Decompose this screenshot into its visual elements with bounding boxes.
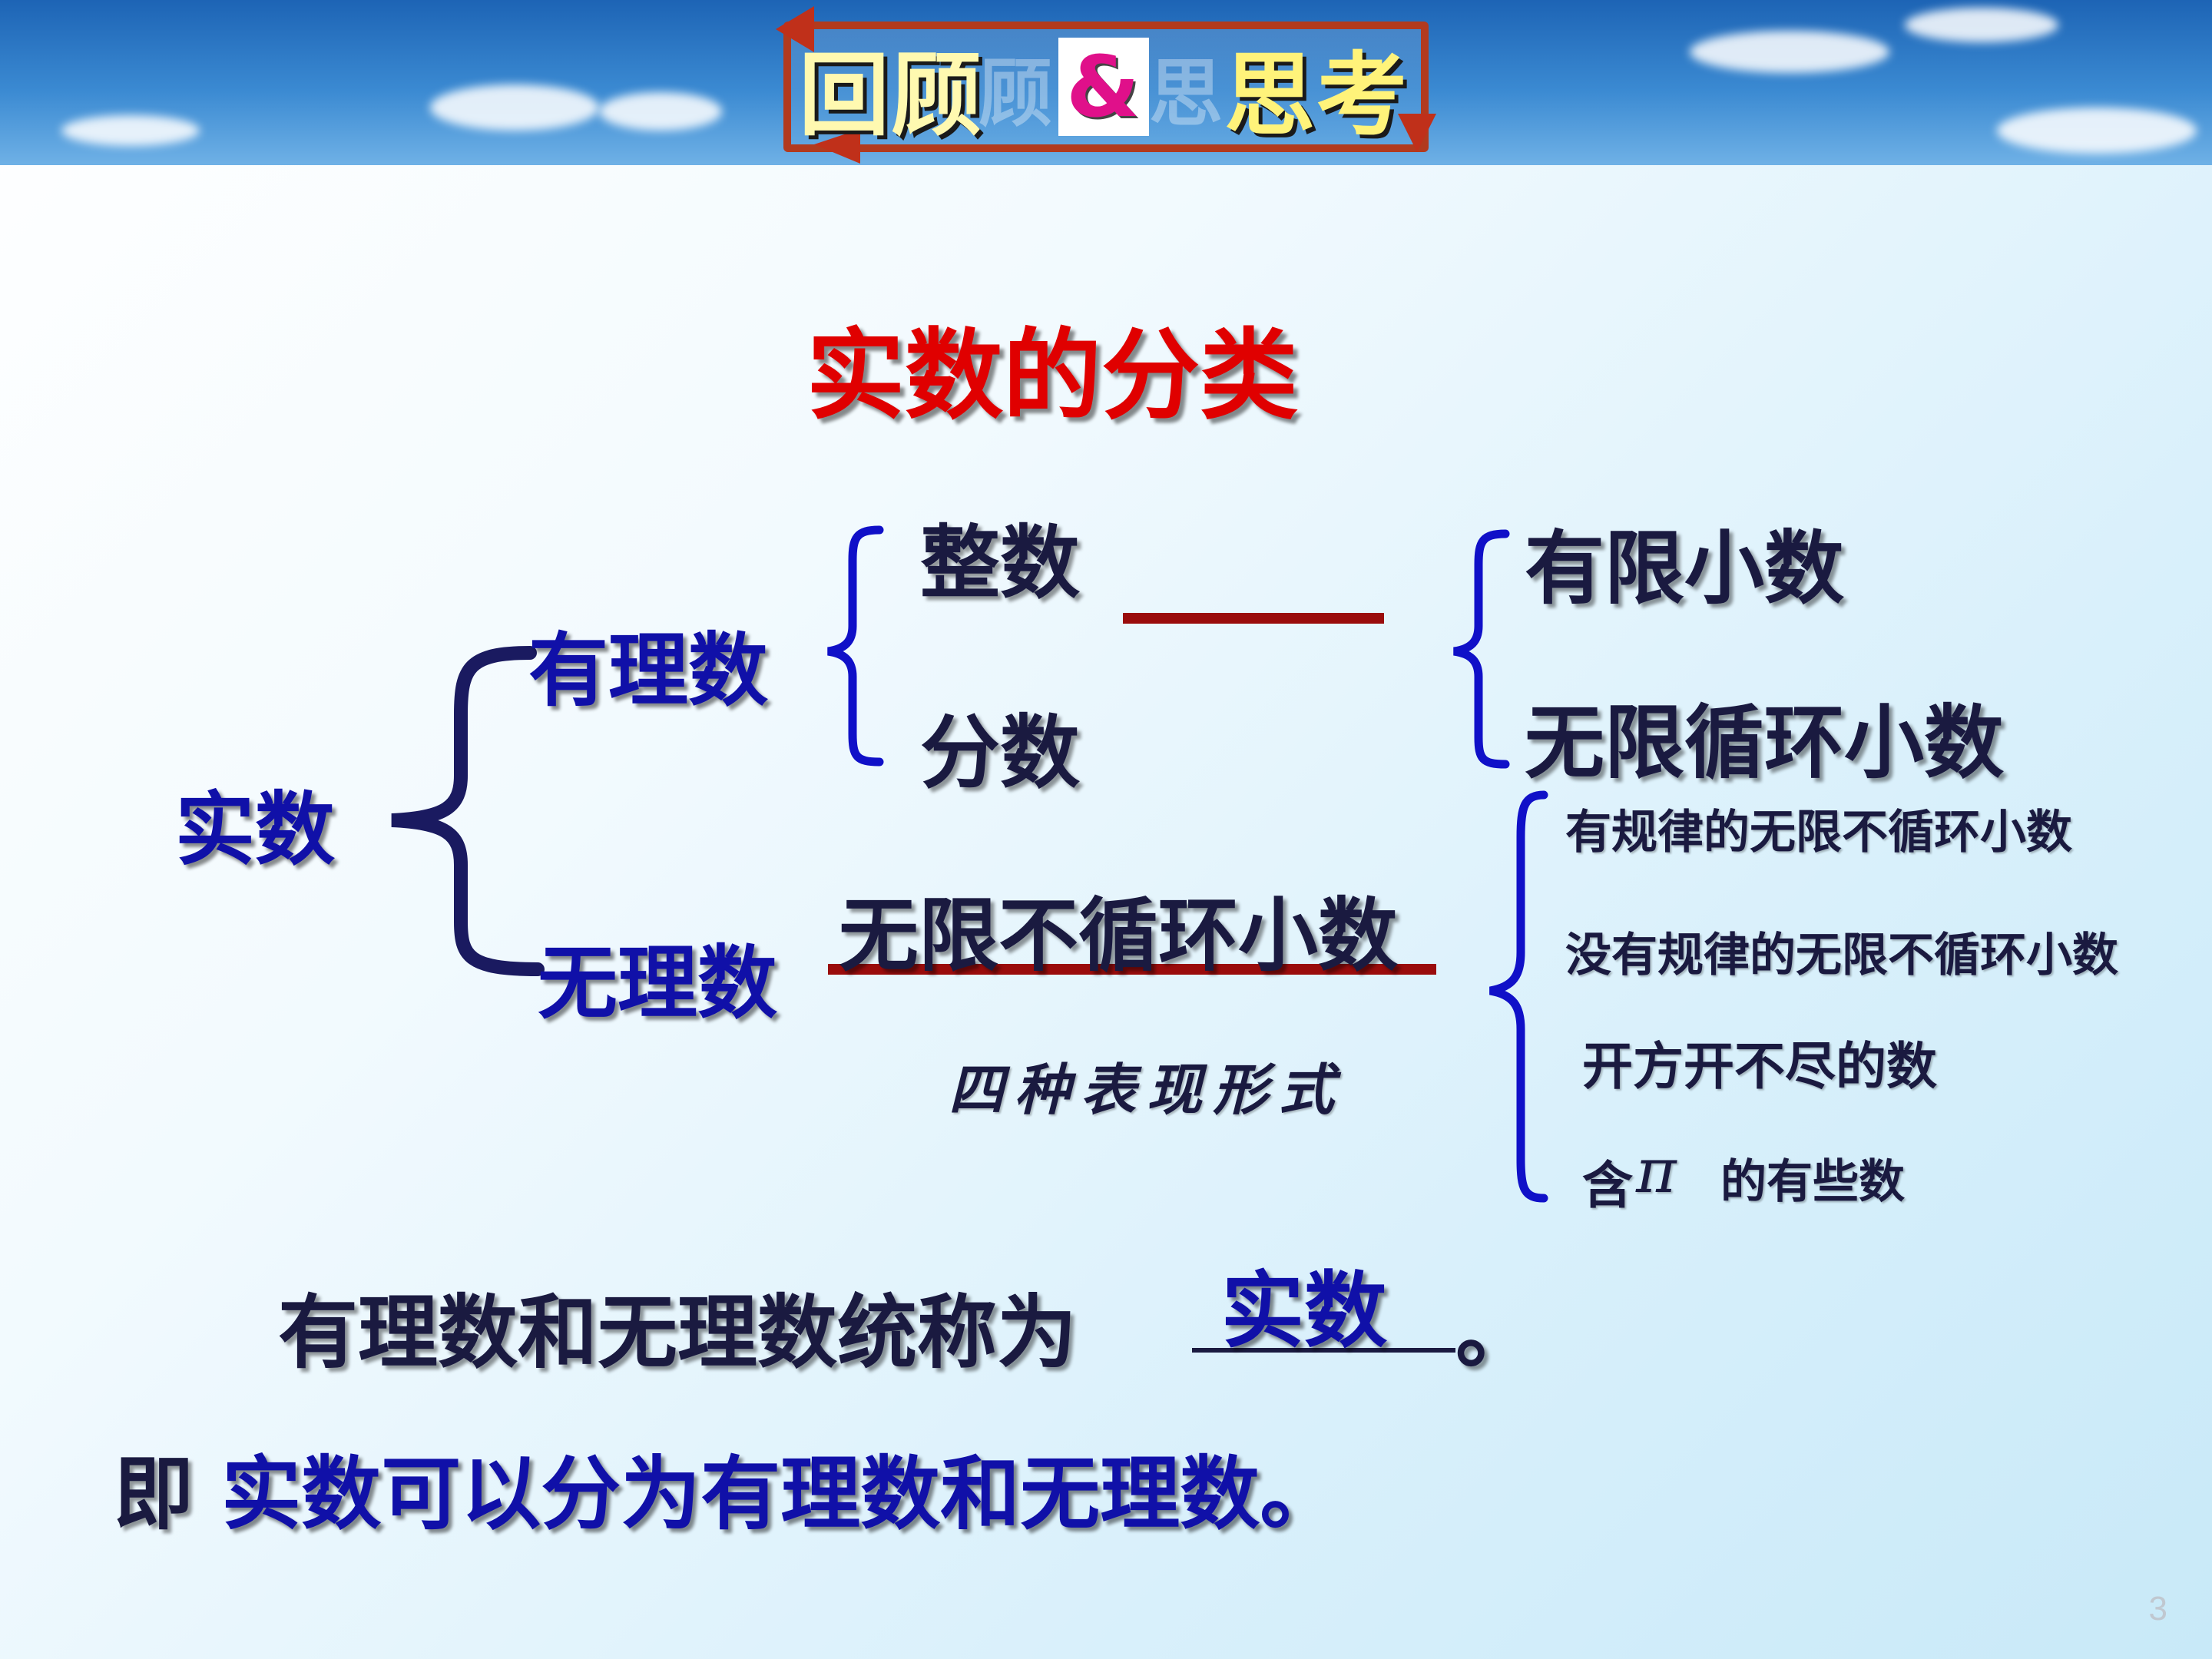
- tree-integers: 整数: [920, 516, 1081, 610]
- tree-non-repeating-decimals: 无限不循环小数: [839, 889, 1399, 982]
- cloud-decoration: [61, 115, 200, 146]
- tree-irrational-numbers: 无理数: [538, 936, 778, 1030]
- arrow-left-icon: [776, 6, 814, 52]
- tree-repeating-decimals: 无限循环小数: [1525, 696, 2005, 790]
- four-forms-label: 四种表现形式: [949, 1057, 1346, 1122]
- header-title-left: 回顾: [799, 41, 984, 148]
- form-item-pi-prefix: 含: [1582, 1156, 1633, 1215]
- form-item-regular: 有规律的无限不循环小数: [1565, 806, 2072, 859]
- form-item-pi: 的有些数: [1720, 1155, 1905, 1209]
- header-title-ampersand: &: [1058, 38, 1149, 136]
- conclusion-line: 即 实数可以分为有理数和无理数。: [114, 1429, 1339, 1545]
- cloud-decoration: [599, 92, 722, 131]
- form-item-roots: 开方开不尽的数: [1582, 1037, 1937, 1096]
- main-title: 实数的分类: [806, 319, 1299, 433]
- statement-end: 。: [1455, 1286, 1536, 1379]
- header-arrows: [776, 6, 1436, 164]
- header-title: 回顾 顾 & 思 思考: [799, 29, 1409, 148]
- cloud-decoration: [1905, 8, 2058, 42]
- forms-brace: [1488, 790, 1548, 1203]
- statement-text: 有理数和无理数统称为: [278, 1286, 1078, 1379]
- root-brace: [391, 646, 545, 976]
- form-item-irregular: 没有规律的无限不循环小数: [1565, 929, 2118, 982]
- conclusion-text: 实数可以分为有理数和无理数。: [221, 1447, 1340, 1541]
- header-title-ghost: 顾: [979, 50, 1055, 137]
- header-title-right: 思考: [1224, 41, 1409, 148]
- tree-fractions: 分数: [920, 706, 1081, 800]
- conclusion-prefix: 即: [114, 1447, 222, 1541]
- header-title-ghost-2: 思: [1148, 50, 1224, 137]
- cloud-decoration: [1997, 108, 2197, 154]
- statement-answer: 实数: [1221, 1263, 1388, 1359]
- arrow-up-icon: [1398, 114, 1436, 152]
- tree-rational-numbers: 有理数: [528, 624, 769, 717]
- decimal-brace: [1453, 529, 1510, 769]
- arrow-right-icon: [814, 129, 860, 164]
- rational-brace: [827, 525, 884, 767]
- header-title-frame: 回顾 顾 & 思 思考: [768, 6, 1444, 167]
- tree-finite-decimals: 有限小数: [1525, 522, 1845, 615]
- pi-symbol: π: [1636, 1135, 1677, 1207]
- cloud-decoration: [1690, 31, 1889, 73]
- tree-root-real-numbers: 实数: [175, 783, 336, 876]
- page-number: 3: [2148, 1590, 2167, 1628]
- cloud-decoration: [430, 84, 599, 131]
